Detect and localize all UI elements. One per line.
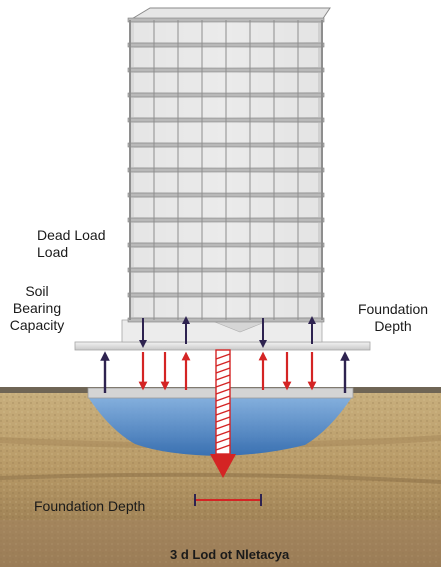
soil-bearing-capacity-label: Soil Bearing Capacity <box>6 283 68 334</box>
soil-label-line1: Soil <box>25 283 49 299</box>
building-columns <box>129 20 323 320</box>
hatch-line <box>215 430 231 437</box>
foundation-depth-right-label: Foundation Depth <box>350 301 436 335</box>
building <box>127 7 331 323</box>
hatch-line <box>215 416 231 423</box>
hatch-line <box>215 367 231 374</box>
dead-load-label: Dead Load Load <box>37 227 106 261</box>
hatch-line <box>215 374 231 381</box>
hatch-line <box>215 444 231 451</box>
soil-label-line3: Capacity <box>9 317 65 333</box>
bottom-caption: 3 d Lod ot Nletacya <box>170 547 290 562</box>
hatch-line <box>215 437 231 444</box>
hatch-line <box>215 409 231 416</box>
central-load-arrow <box>210 349 236 478</box>
hatch-line <box>215 381 231 388</box>
hatch-line <box>215 402 231 409</box>
foundation-depth-dimension <box>194 494 262 506</box>
foundation-depth-right-line2: Depth <box>374 318 412 334</box>
soil-label-line2: Bearing <box>12 300 62 316</box>
dead-load-arrows <box>138 351 317 391</box>
soil-reaction-arrows <box>100 316 350 393</box>
dead-load-label-line2: Load <box>37 244 69 260</box>
hatch-line <box>215 423 231 430</box>
hatch-line <box>215 395 231 402</box>
dead-load-label-line1: Dead Load <box>37 227 106 243</box>
hatch-line <box>215 353 231 360</box>
foundation-depth-right-line1: Foundation <box>357 301 429 317</box>
hatch-line <box>215 360 231 367</box>
hatch-line <box>215 388 231 395</box>
foundation-depth-bottom-label: Foundation Depth <box>34 498 146 514</box>
